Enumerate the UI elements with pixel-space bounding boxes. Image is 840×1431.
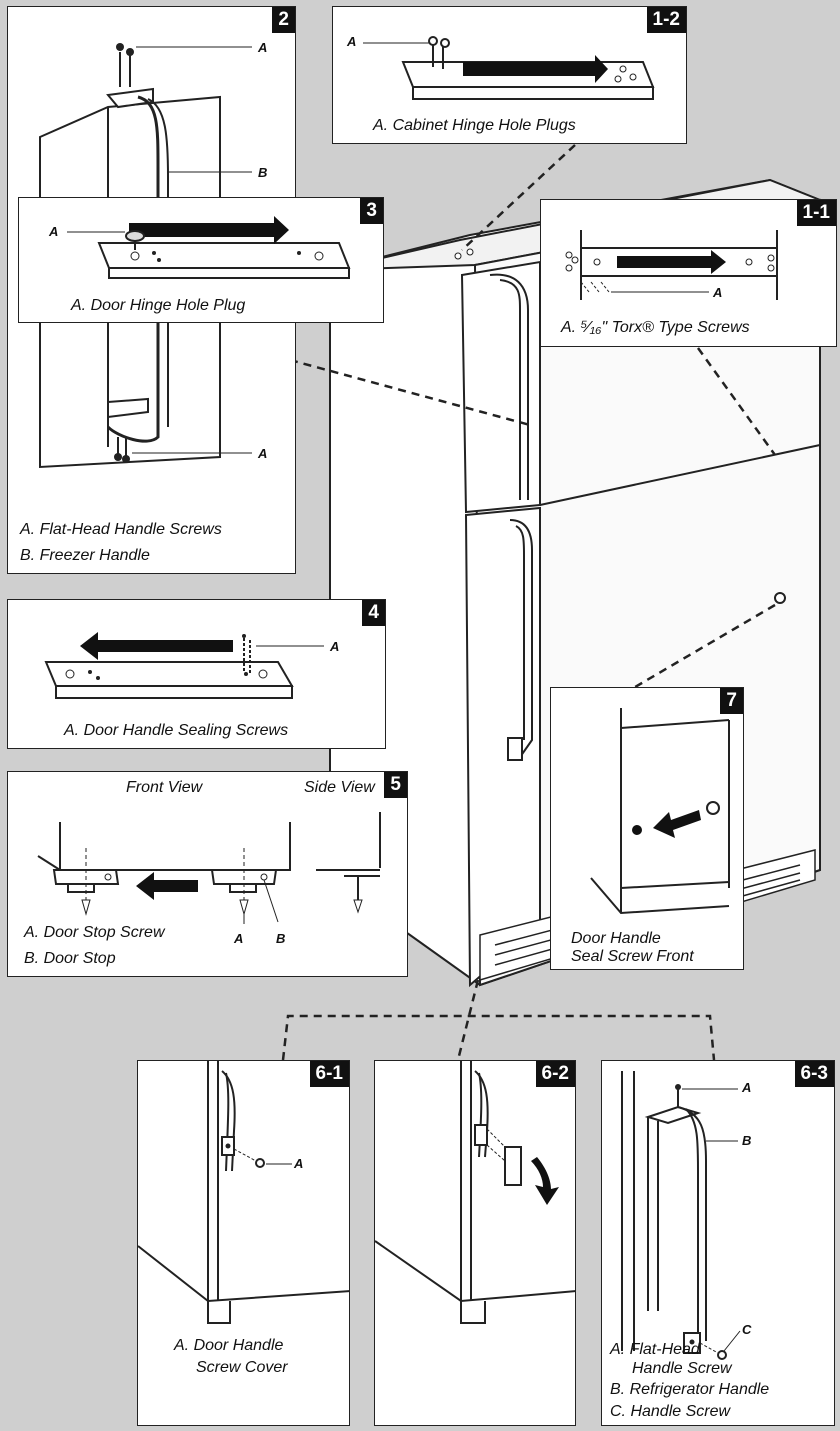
door-top-illustration [44, 632, 324, 699]
step-badge: 1-2 [646, 7, 686, 33]
refrigerator-handle-illustration [621, 1071, 741, 1360]
hinge-screws-illustration [565, 230, 778, 300]
label-a-bottom: A [258, 446, 268, 461]
label-a-top: A [258, 40, 268, 55]
label-c: C [742, 1322, 752, 1337]
label-b: B [742, 1133, 752, 1148]
label-b: B [258, 165, 268, 180]
label-a: A [49, 224, 59, 239]
caption-line-2: Seal Screw Front [571, 948, 694, 965]
caption-a: A. Flat-Head Handle Screws [20, 521, 222, 538]
front-view-label: Front View [126, 779, 203, 796]
panel-6-2-remove-cover: 6-2 [374, 1060, 576, 1426]
door-stop-illustration [37, 812, 381, 924]
side-view-label: Side View [304, 779, 375, 796]
step-badge: 4 [362, 600, 385, 626]
panel-7-seal-screw-front: 7 Door Handle Seal Screw Front [550, 687, 744, 970]
label-a: A [234, 931, 244, 946]
label-a: A [742, 1080, 752, 1095]
label-a: A [294, 1156, 304, 1171]
label-a: A [330, 639, 340, 654]
step-badge: 3 [360, 198, 383, 224]
leader-lines [281, 144, 777, 1061]
panel-6-1-screw-cover: 6-1 A A. Door Handle Screw Cover [137, 1060, 350, 1426]
caption-line-2: Screw Cover [196, 1359, 288, 1376]
panel-6-3-refrigerator-handle: 6-3 A B C A. Flat-Head Handle Screw B. R… [601, 1060, 835, 1426]
caption-a-line-2: Handle Screw [632, 1360, 732, 1377]
panel-1-2-cabinet-hinge-plugs: 1-2 A A. Cabinet Hinge Hole Plugs [332, 6, 687, 144]
step-badge: 6-2 [535, 1061, 575, 1087]
caption-line-1: A. Door Handle [174, 1337, 284, 1354]
caption-a: A. Cabinet Hinge Hole Plugs [373, 117, 576, 134]
label-b: B [276, 931, 286, 946]
step-badge: 1-1 [796, 200, 836, 226]
panel-4-sealing-screws: 4 A A. Door Handle Sealing Screws [7, 599, 386, 749]
label-a: A [347, 34, 357, 49]
step-badge: 2 [272, 7, 295, 33]
caption-a-line-1: A. Flat-Head [610, 1341, 700, 1358]
step-badge: 5 [384, 772, 407, 798]
caption-a: A. Door Hinge Hole Plug [71, 297, 246, 314]
door-hinge-illustration [67, 216, 351, 279]
cover-removal-illustration [375, 1061, 575, 1324]
step-badge: 6-3 [794, 1061, 834, 1087]
step-badge: 7 [720, 688, 743, 714]
handles [489, 273, 533, 761]
caption-a: A. ⁵⁄₁₆" Torx® Type Screws [561, 319, 750, 336]
panel-5-door-stop: 5 Front View Side View A B A. Door Stop … [7, 771, 408, 977]
caption-c: C. Handle Screw [610, 1403, 731, 1420]
label-a: A [713, 285, 723, 300]
step-badge: 6-1 [309, 1061, 349, 1087]
caption-b: B. Door Stop [24, 950, 116, 967]
caption-b: B. Refrigerator Handle [610, 1381, 770, 1398]
door-front-illustration [590, 708, 730, 915]
cabinet-top-illustration [363, 36, 655, 100]
caption-b: B. Freezer Handle [20, 547, 150, 564]
caption-a: A. Door Handle Sealing Screws [64, 722, 289, 739]
panel-1-1-torx-screws: 1-1 A A. ⁵⁄₁₆" Torx® Type Screws [540, 199, 837, 347]
panel-3-door-hinge-plug: 3 A A. Door Hinge Hole Plug [18, 197, 384, 323]
caption-a: A. Door Stop Screw [24, 924, 165, 941]
handle-screw-cover-illustration [138, 1061, 349, 1324]
caption-line-1: Door Handle [571, 930, 661, 947]
